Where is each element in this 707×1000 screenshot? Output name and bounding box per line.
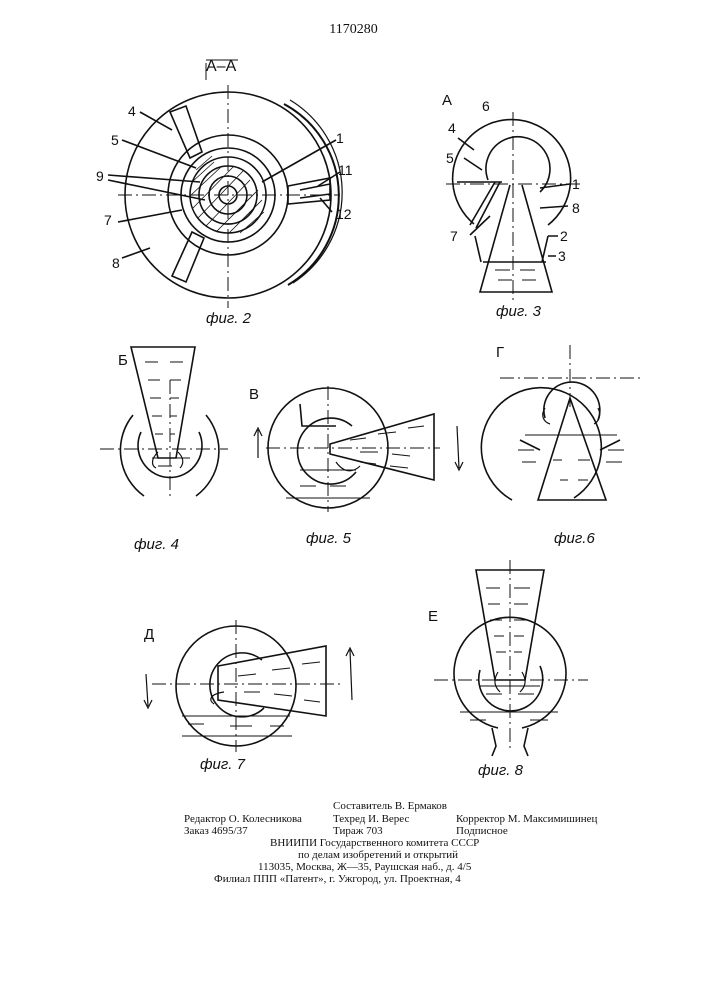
imprint-editor: Редактор О. Колесникова [184,813,302,825]
imprint-org-line1: ВНИИПИ Государственного комитета СССР [270,837,479,849]
fig3-caption: фиг. 3 [496,303,541,320]
fig4-caption: фиг. 4 [134,536,179,553]
imprint-circulation: Тираж 703 [333,825,383,837]
fig4-view-label: Б [118,352,128,369]
fig8-view-label: Е [428,608,438,625]
fig3-view-label: А [442,92,452,109]
fig2-drawing [108,60,342,308]
fig2-ref-7: 7 [104,212,112,228]
fig2-caption: фиг. 2 [206,310,251,327]
fig2-ref-11: 11 [338,162,353,178]
imprint-compiler: Составитель В. Ермаков [333,800,447,812]
imprint-order: Заказ 4695/37 [184,825,248,837]
fig2-ref-5: 5 [111,132,119,148]
fig7-drawing [144,620,354,752]
fig3-ref-1: 1 [572,176,580,192]
fig5-view-label: В [249,386,259,403]
fig3-ref-3: 3 [558,248,566,264]
fig6-view-label: Г [496,344,504,361]
fig5-drawing [254,386,463,512]
fig6-caption: фиг.6 [554,530,595,547]
fig6-drawing [481,345,640,500]
fig7-caption: фиг. 7 [200,756,245,773]
imprint-techred: Техред И. Верес [333,813,409,825]
fig8-drawing [434,560,588,756]
fig3-ref-2: 2 [560,228,568,244]
fig3-drawing [446,112,584,300]
imprint-subscription: Подписное [456,825,508,837]
fig7-view-label: Д [144,626,154,643]
fig5-caption: фиг. 5 [306,530,351,547]
fig3-ref-6: 6 [482,98,490,114]
fig2-ref-8: 8 [112,255,120,271]
imprint-org-line2: по делам изобретений и открытий [298,849,458,861]
fig3-ref-7: 7 [450,228,458,244]
fig2-ref-4: 4 [128,103,136,119]
fig3-ref-5: 5 [446,150,454,166]
fig8-caption: фиг. 8 [478,762,523,779]
section-label: A–A [206,58,236,76]
imprint-branch: Филиал ППП «Патент», г. Ужгород, ул. Про… [214,873,461,885]
imprint-address: 113035, Москва, Ж—35, Раушская наб., д. … [258,861,471,873]
fig3-ref-8: 8 [572,200,580,216]
fig2-ref-1: 1 [336,130,344,146]
fig2-ref-12: 12 [336,206,352,222]
imprint-corrector: Корректор М. Максимишинец [456,813,597,825]
fig3-ref-4: 4 [448,120,456,136]
fig4-drawing [100,347,228,500]
fig2-ref-9: 9 [96,168,104,184]
